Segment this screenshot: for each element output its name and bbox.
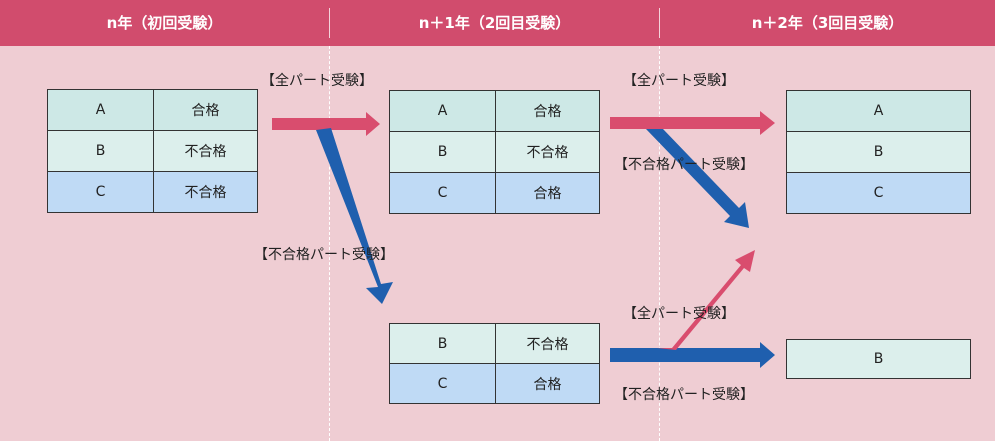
partial-exam-label: 【不合格パート受験】 — [614, 157, 754, 173]
candidate-cell: B — [389, 323, 496, 364]
header-divider — [659, 8, 660, 38]
candidate-cell: C — [389, 172, 496, 214]
partial-arrow-1 — [316, 128, 393, 304]
table-row: A 合格 — [47, 89, 258, 131]
partial-exam-label: 【不合格パート受験】 — [254, 247, 394, 263]
year-n2-full-table: A B C — [786, 90, 971, 214]
table-row: A — [786, 90, 971, 132]
result-cell: 合格 — [495, 90, 600, 132]
header-year-n: n年（初回受験） — [106, 14, 223, 32]
year-n-results-table: A 合格 B 不合格 C 不合格 — [47, 89, 258, 213]
candidate-cell: A — [389, 90, 496, 132]
table-row: B 不合格 — [389, 131, 600, 173]
result-cell: 不合格 — [495, 131, 600, 173]
candidate-cell: A — [786, 90, 971, 132]
table-row: C 合格 — [389, 172, 600, 214]
candidate-cell: C — [389, 363, 496, 404]
table-row: C 合格 — [389, 363, 600, 404]
candidate-cell: B — [47, 130, 154, 172]
column-divider — [659, 46, 660, 441]
partial-arrow-3 — [610, 342, 775, 368]
result-cell: 不合格 — [495, 323, 600, 364]
header-year-n-plus-2: n＋2年（3回目受験） — [751, 14, 904, 32]
result-cell: 不合格 — [153, 171, 258, 213]
candidate-cell: C — [786, 172, 971, 214]
table-row: B 不合格 — [389, 323, 600, 364]
full-arrow-2 — [610, 111, 775, 135]
full-exam-label: 【全パート受験】 — [261, 73, 373, 89]
header-divider — [329, 8, 330, 38]
full-arrow-1 — [272, 112, 380, 136]
header-year-n-plus-1: n＋1年（2回目受験） — [418, 14, 571, 32]
full-arrow-3 — [657, 250, 755, 350]
table-row: B 不合格 — [47, 130, 258, 172]
year-n1-partial-table: B 不合格 C 合格 — [389, 323, 600, 404]
year-n1-full-table: A 合格 B 不合格 C 合格 — [389, 90, 600, 214]
partial-exam-label: 【不合格パート受験】 — [614, 387, 754, 403]
candidate-cell: C — [47, 171, 154, 213]
result-cell: 合格 — [153, 89, 258, 131]
year-n2-partial-table: B — [786, 339, 971, 379]
result-cell: 合格 — [495, 363, 600, 404]
candidate-cell: A — [47, 89, 154, 131]
table-row: A 合格 — [389, 90, 600, 132]
partial-arrow-2 — [646, 129, 749, 228]
result-cell: 合格 — [495, 172, 600, 214]
candidate-cell: B — [389, 131, 496, 173]
column-divider — [329, 46, 330, 441]
full-exam-label: 【全パート受験】 — [623, 306, 735, 322]
full-exam-label: 【全パート受験】 — [623, 73, 735, 89]
table-row: B — [786, 131, 971, 173]
result-cell: 不合格 — [153, 130, 258, 172]
candidate-cell: B — [786, 339, 971, 379]
candidate-cell: B — [786, 131, 971, 173]
table-row: B — [786, 339, 971, 379]
table-row: C 不合格 — [47, 171, 258, 213]
header-bar: n年（初回受験） n＋1年（2回目受験） n＋2年（3回目受験） — [0, 0, 995, 46]
table-row: C — [786, 172, 971, 214]
